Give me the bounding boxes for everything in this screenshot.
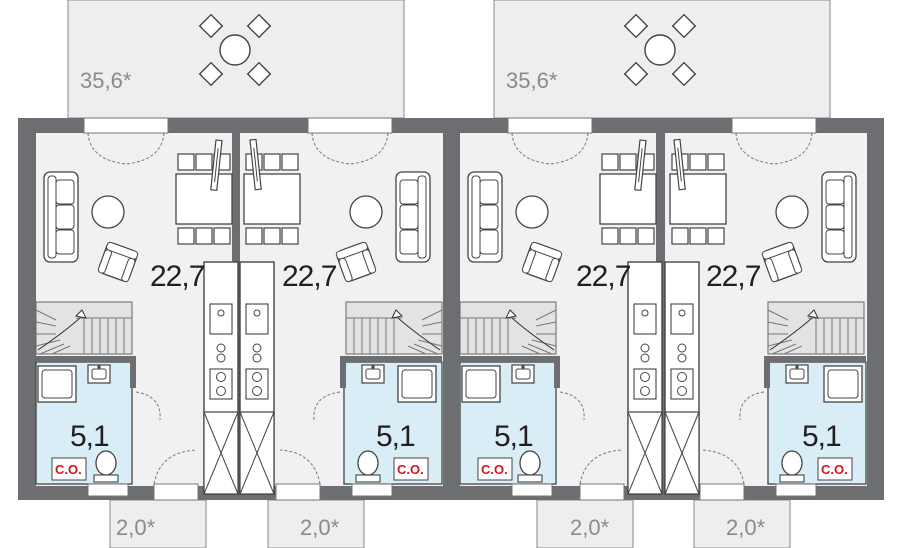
terrace-area-left: 35,6* [80,68,132,93]
unit-1-furniture [35,139,239,495]
living-area-4: 22,7 [706,260,761,293]
unit-2-furniture [239,138,443,495]
entrance-area-4: 2,0* [726,515,766,540]
entrance-platforms: 2,0* 2,0* 2,0* 2,0* [109,499,791,548]
co-label-3: C.O. [481,462,508,477]
bath-area-3: 5,1 [494,420,533,453]
co-boxes [51,457,853,481]
area-labels: 22,7 22,7 22,7 22,7 5,1 5,1 5,1 5,1 [70,260,842,453]
entrance-area-1: 2,0* [116,515,156,540]
co-label-2: C.O. [397,462,424,477]
terrace-left: 35,6* [67,0,405,119]
sofa-icon [43,171,79,263]
stair-icon [35,301,133,355]
bottom-openings [87,483,817,501]
bath-area-1: 5,1 [70,420,109,453]
terrace-area-right: 35,6* [506,68,558,93]
top-openings [83,117,817,134]
living-area-1: 22,7 [150,260,205,293]
terrace-right: 35,6* [493,0,831,119]
living-area-3: 22,7 [576,260,631,293]
living-area-2: 22,7 [282,260,337,293]
entrance-area-3: 2,0* [570,515,610,540]
unit-4-furniture [664,138,865,495]
unit-3-furniture [459,139,663,495]
bath-area-4: 5,1 [802,420,841,453]
co-label-1: C.O. [55,462,82,477]
kitchen-icon [203,261,239,495]
dining-table-icon [175,153,233,245]
washbasin-icon [87,364,111,384]
round-table-icon [91,195,125,229]
toilet-icon [93,450,119,483]
shower-icon [37,365,77,403]
entrance-area-2: 2,0* [300,515,340,540]
door-swings [135,391,765,485]
co-label-4: C.O. [821,462,848,477]
bath-area-2: 5,1 [376,420,415,453]
